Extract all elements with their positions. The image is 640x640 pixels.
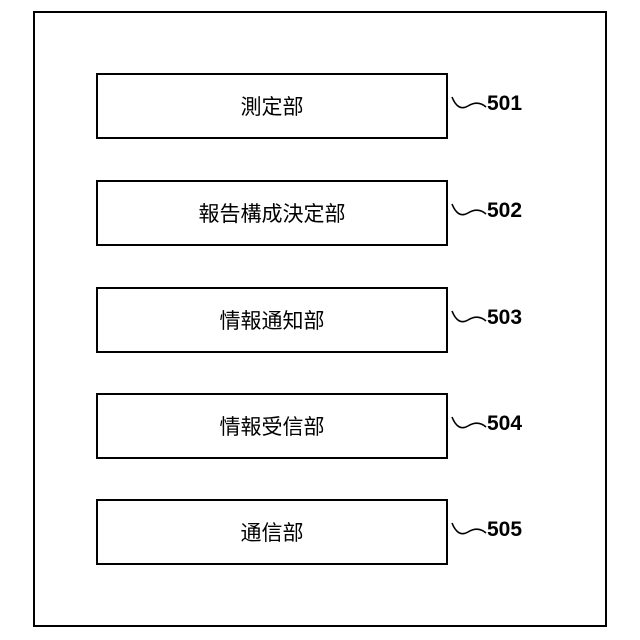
reference-number: 504 <box>487 412 522 436</box>
block-label: 報告構成決定部 <box>199 198 346 228</box>
reference-number: 501 <box>487 92 522 116</box>
reference-503: 503 <box>450 304 540 334</box>
reference-504: 504 <box>450 410 540 440</box>
block-communication-unit: 通信部 <box>96 499 448 565</box>
block-label: 測定部 <box>241 91 304 121</box>
leader-line-icon <box>450 516 490 546</box>
leader-line-icon <box>450 197 490 227</box>
block-report-config-unit: 報告構成決定部 <box>96 180 448 246</box>
leader-line-icon <box>450 410 490 440</box>
reference-number: 503 <box>487 306 522 330</box>
reference-number: 502 <box>487 199 522 223</box>
block-measurement-unit: 測定部 <box>96 73 448 139</box>
block-info-receive-unit: 情報受信部 <box>96 393 448 459</box>
reference-501: 501 <box>450 90 540 120</box>
reference-502: 502 <box>450 197 540 227</box>
block-info-notify-unit: 情報通知部 <box>96 287 448 353</box>
reference-number: 505 <box>487 518 522 542</box>
block-label: 情報受信部 <box>220 411 325 441</box>
block-label: 通信部 <box>241 517 304 547</box>
reference-505: 505 <box>450 516 540 546</box>
block-label: 情報通知部 <box>220 305 325 335</box>
leader-line-icon <box>450 90 490 120</box>
leader-line-icon <box>450 304 490 334</box>
